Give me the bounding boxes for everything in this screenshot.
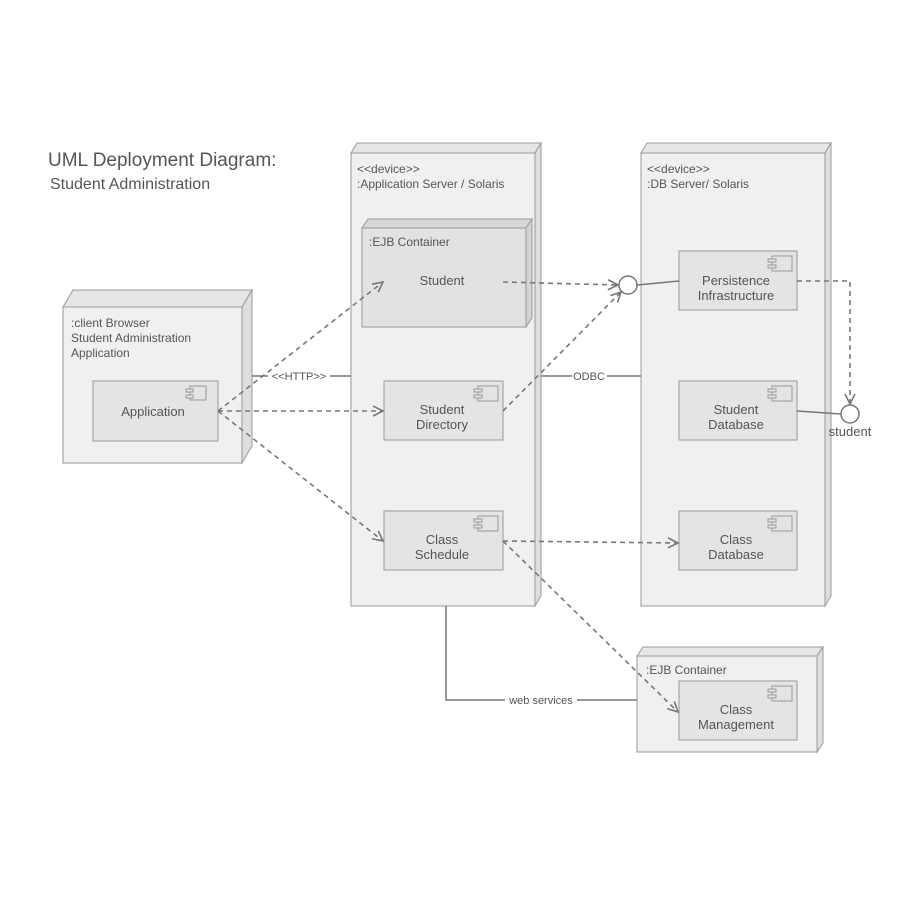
web-services-label: web services xyxy=(508,695,573,707)
class-management-component[interactable]: Class Management xyxy=(678,680,798,741)
diagram-title: UML Deployment Diagram: xyxy=(48,150,276,171)
component-icon xyxy=(767,685,793,702)
http-connection: <<HTTP>> xyxy=(252,371,351,383)
ejb-container-app-node: :EJB Container Student xyxy=(361,217,533,329)
dependency-arrows xyxy=(217,279,856,714)
provided-interface-icon xyxy=(840,404,860,424)
app-server-label: :Application Server / Solaris xyxy=(357,177,504,191)
class-management-label-1: Class xyxy=(720,702,753,717)
dependency-student-persistence xyxy=(502,279,620,291)
persistence-label-1: Persistence xyxy=(702,273,770,288)
student-database-interface: student xyxy=(796,404,872,439)
application-component[interactable]: Application xyxy=(92,380,219,442)
diagram-subtitle: Student Administration xyxy=(50,176,210,193)
dependency-directory-persistence xyxy=(502,290,623,412)
student-directory-label-1: Student xyxy=(420,402,465,417)
dependency-application-schedule xyxy=(217,410,385,543)
student-database-label-2: Database xyxy=(708,417,764,432)
class-database-label-1: Class xyxy=(720,532,753,547)
dependency-persistence-student-interface xyxy=(797,280,856,406)
student-interface-label: student xyxy=(829,424,872,439)
student-database-component[interactable]: Student Database xyxy=(678,380,798,441)
class-database-label-2: Database xyxy=(708,547,764,562)
component-icon xyxy=(767,255,793,272)
class-schedule-component[interactable]: Class Schedule xyxy=(383,510,504,571)
client-node-label-line-2: Student Administration xyxy=(71,331,191,345)
ejb-container-app-label: :EJB Container xyxy=(369,235,450,249)
student-directory-label-2: Directory xyxy=(416,417,469,432)
class-management-label-2: Management xyxy=(698,717,774,732)
odbc-label: ODBC xyxy=(573,371,605,383)
class-database-component[interactable]: Class Database xyxy=(678,510,798,571)
component-icon xyxy=(767,385,793,402)
app-server-stereotype: <<device>> xyxy=(357,162,420,176)
provided-interface-icon xyxy=(618,275,638,295)
client-node-label-line-3: Application xyxy=(71,346,130,360)
odbc-connection: ODBC xyxy=(541,371,641,383)
component-icon xyxy=(473,385,499,402)
db-server-label: :DB Server/ Solaris xyxy=(647,177,749,191)
application-label: Application xyxy=(121,404,185,419)
dependency-schedule-management xyxy=(502,540,680,714)
web-services-connection: web services xyxy=(445,606,637,707)
dependency-schedule-classdb xyxy=(502,537,680,549)
ejb-container-bottom-label: :EJB Container xyxy=(646,663,727,677)
class-schedule-label-1: Class xyxy=(426,532,459,547)
persistence-interface xyxy=(618,275,680,295)
component-icon xyxy=(185,385,207,401)
student-component-label[interactable]: Student xyxy=(420,273,465,288)
student-database-label-1: Student xyxy=(714,402,759,417)
client-node-label-line-1: :client Browser xyxy=(71,316,150,330)
component-icon xyxy=(767,515,793,532)
persistence-label-2: Infrastructure xyxy=(698,288,775,303)
db-server-stereotype: <<device>> xyxy=(647,162,710,176)
http-label: <<HTTP>> xyxy=(272,371,326,383)
dependency-application-student xyxy=(217,280,385,412)
class-schedule-label-2: Schedule xyxy=(415,547,469,562)
student-directory-component[interactable]: Student Directory xyxy=(383,380,504,441)
persistence-infrastructure-component[interactable]: Persistence Infrastructure xyxy=(678,250,798,311)
component-icon xyxy=(473,515,499,532)
